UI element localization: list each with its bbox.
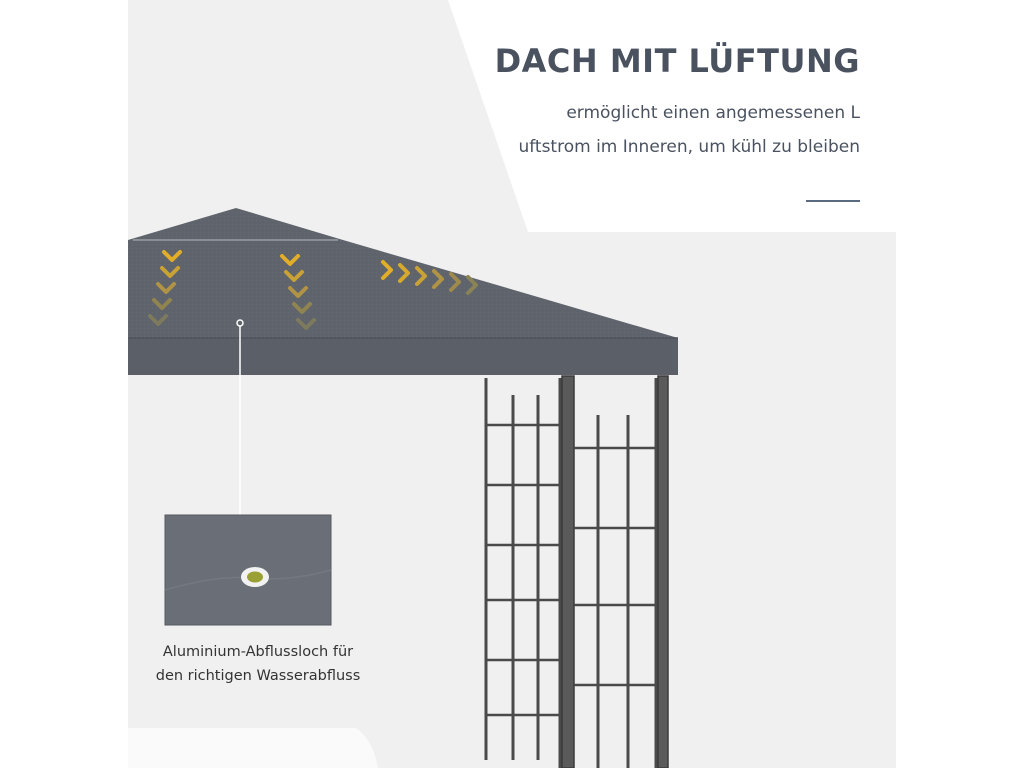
text-card	[448, 0, 896, 232]
accent-divider	[806, 200, 860, 202]
feature-description: ermöglicht einen angemessenen L uftstrom…	[500, 96, 860, 164]
chevron-arrow-icon	[148, 250, 182, 326]
canopy-roof	[128, 208, 678, 375]
drain-detail-inset	[164, 514, 332, 626]
chevron-arrow-icon	[381, 260, 478, 295]
gazebo-scene	[128, 0, 896, 768]
description-line: uftstrom im Inneren, um kühl zu bleiben	[518, 137, 860, 157]
drain-hole-icon	[241, 567, 269, 587]
product-photo: DACH MIT LÜFTUNG ermöglicht einen angeme…	[128, 0, 896, 768]
description-line: ermöglicht einen angemessenen L	[566, 103, 860, 123]
callout-connector	[236, 319, 244, 515]
corner-post	[561, 375, 575, 768]
chevron-arrow-icon	[280, 254, 316, 330]
caption-line: den richtigen Wasserabfluss	[155, 668, 361, 684]
bottom-card	[128, 728, 378, 768]
drain-caption: Aluminium-Abflussloch für den richtigen …	[138, 640, 378, 688]
corner-post-right	[657, 375, 669, 768]
airflow-arrows	[148, 250, 478, 330]
caption-line: Aluminium-Abflussloch für	[162, 644, 354, 660]
gazebo-frame	[484, 375, 669, 768]
headline: DACH MIT LÜFTUNG	[494, 42, 860, 80]
